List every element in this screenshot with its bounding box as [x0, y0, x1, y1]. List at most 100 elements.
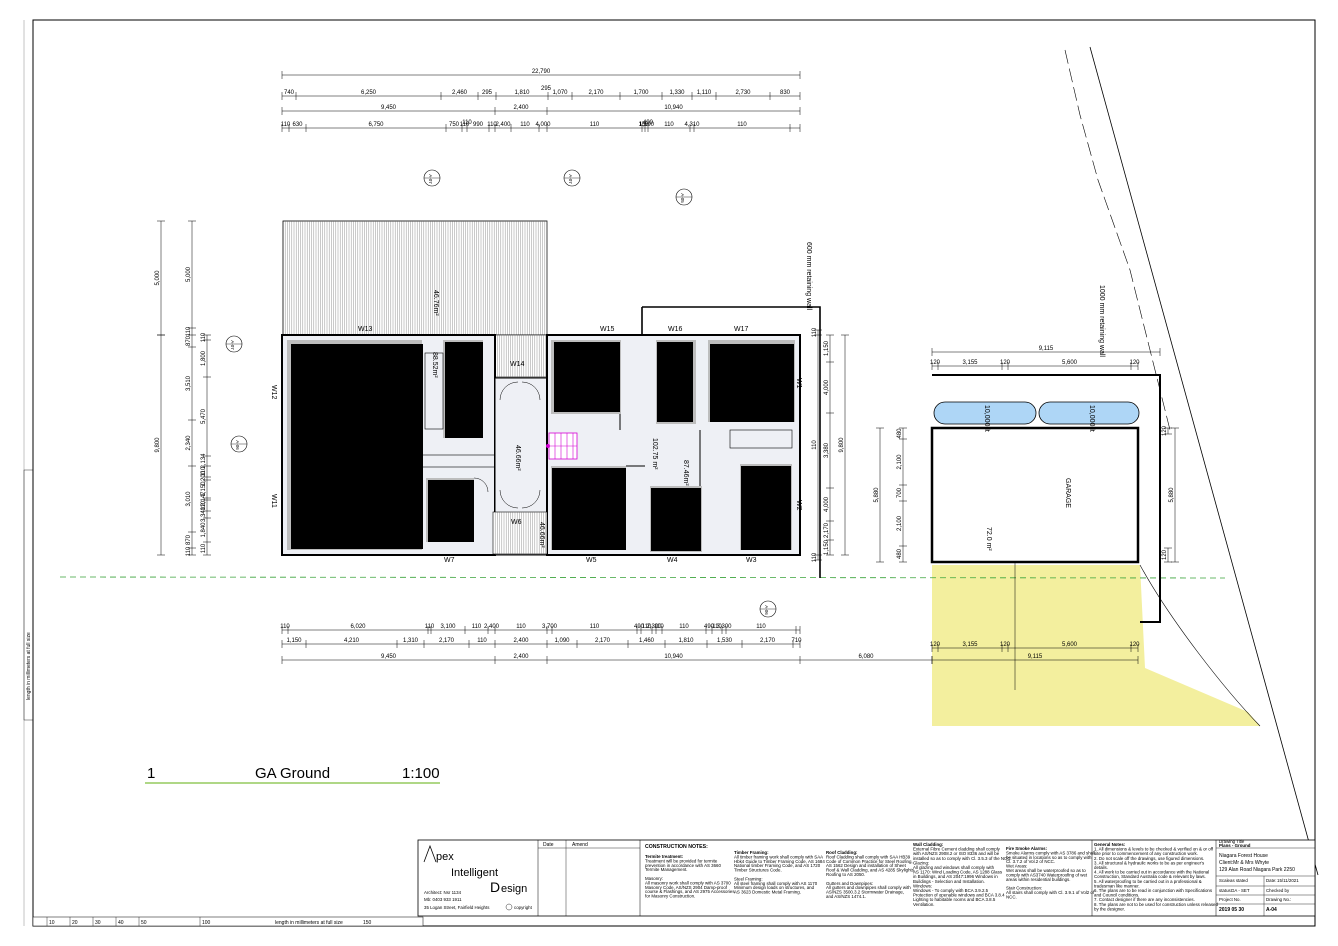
dimension-text: 3,300: [716, 624, 732, 630]
water-tank-1: [933, 401, 1037, 425]
dimension-text: 1,090: [554, 638, 570, 644]
dimension-text: 110: [516, 624, 526, 630]
client-name: Client:Mr & Mrs Whyte: [1219, 860, 1269, 866]
copyright-text: copyright: [514, 905, 533, 910]
note-line: National timber Framing Code, and AS 172…: [734, 863, 821, 868]
room-bed-3: [552, 468, 626, 550]
dimension-text: 2,147: [201, 491, 207, 507]
note-line: AS/NZS 3500.3.2 Stormwater Drainage,: [826, 890, 904, 895]
note-line: All gutters and downpipes shall comply w…: [826, 885, 911, 890]
dimension-text: 110: [812, 552, 818, 562]
stair: [546, 432, 578, 460]
section-marker-label: A-06: [764, 605, 769, 615]
dimension-text: 110: [812, 327, 818, 337]
retaining-wall-2-label: 1000 mm retaining wall: [1098, 285, 1105, 357]
dimension-text: 1,150: [824, 539, 830, 555]
dimension-text: 1,070: [552, 90, 568, 96]
dimension-text: 5,000: [186, 266, 192, 282]
note-line: 5. All waterproofing to be carried out i…: [1094, 879, 1202, 884]
dimension-text: 9,800: [155, 437, 161, 453]
date-label: Date:: [1266, 878, 1277, 883]
dimension-text: 5,600: [1062, 360, 1078, 366]
note-line: Steel Framing:: [734, 876, 763, 881]
dimension-text: 5,880: [874, 487, 880, 503]
dimension-text: 490: [634, 624, 645, 630]
dimension-text: 2,400: [484, 624, 500, 630]
dimension-text: 110: [201, 466, 207, 476]
section-marker-label: A-07: [230, 340, 235, 350]
door-front: [499, 489, 519, 509]
window-label: W9: [342, 542, 353, 549]
door-rear: [521, 381, 541, 401]
drawing-number: 1: [147, 765, 155, 782]
company-name-2: Intelligent: [451, 867, 498, 879]
room-kitchen: [445, 342, 483, 438]
site-area: [932, 565, 1260, 726]
dimension-text: 295: [482, 90, 493, 96]
dimension-text: 1,460: [639, 638, 655, 644]
company-detail: 35 Logan Street, Fairfield Heights: [424, 905, 490, 910]
room-laundry: [428, 480, 474, 542]
dimension-text: 110: [201, 500, 207, 510]
site-boundary-curve: [1139, 564, 1261, 727]
note-line: Buildings - Selection and Installation.: [913, 879, 985, 884]
note-line: by the designer.: [1094, 906, 1125, 911]
dimension-text: 9,450: [381, 654, 397, 660]
company-name-4: esign: [501, 883, 527, 895]
note-line: Treatment will be provided for termite: [645, 858, 718, 863]
note-line: Termite treatment:: [645, 854, 684, 859]
company-detail: Mb: 0403 933 1911: [424, 897, 462, 902]
note-line: Hbk4 Guide to Timber Framing Code, AS 16…: [734, 859, 825, 864]
dimension-text: 9,115: [1028, 654, 1043, 660]
note-line: areas within residential buildings.: [1006, 877, 1070, 882]
dimension-text: 4,000: [824, 379, 830, 395]
dimension-text: 2,170: [588, 90, 604, 96]
dimension-text: 1,840: [201, 522, 207, 538]
dimension-text: 2,170: [824, 522, 830, 538]
dimension-text: 10,940: [664, 654, 683, 660]
house-plan: [281, 220, 821, 578]
note-line: External Fibre Cement cladding shall com…: [913, 847, 1001, 852]
note-line: Lighting to habitable rooms and BCA 3.8.…: [913, 897, 996, 902]
dimension-text: 490: [643, 120, 654, 126]
dimension-text: 870: [186, 335, 192, 346]
dimension-text: 4,000: [535, 122, 551, 128]
dimension-text: 1,150: [201, 481, 207, 497]
section-marker-label: A-06: [235, 440, 240, 450]
room-living: [291, 344, 423, 549]
dimension-text: 110: [460, 122, 470, 128]
door-front: [521, 489, 541, 509]
dimension-text: 5,470: [201, 408, 207, 424]
status-label: status:: [1219, 888, 1232, 893]
drawing-scale: 1:100: [402, 765, 440, 782]
window-label: W7: [444, 557, 455, 564]
room-bed-1: [554, 342, 620, 412]
dimension-text: 2,730: [735, 90, 751, 96]
retaining-wall-600: [642, 306, 821, 578]
note-line: Roofing to AS 2050.: [826, 872, 865, 877]
scale-label: Scale: [1219, 878, 1231, 883]
retaining-wall-1-label: 600 mm retaining wall: [805, 242, 812, 311]
dimension-text: 1,810: [678, 638, 694, 644]
note-line: All timber framing work shall comply wit…: [734, 854, 823, 859]
garage-walls: [930, 426, 1140, 564]
copyright-icon: [505, 903, 513, 911]
note-line: Stair Construction:: [1006, 886, 1042, 891]
drawing-title-label: Drawing Title: [1219, 839, 1245, 844]
note-line: AS 3623 Domestic Metal Framing.: [734, 890, 801, 895]
dimension-text: 5,000: [155, 270, 161, 286]
dimension-text: 110: [737, 122, 747, 128]
dimension-text: 1,700: [633, 90, 649, 96]
note-line: course & Flashings, and AS 2975 Accessor…: [645, 889, 735, 894]
note-line: Roof & Wall Cladding, and AS 4285 Skylig…: [826, 868, 915, 873]
scale-tick: 20: [72, 920, 78, 926]
drawing-title: 1 GA Ground 1:100: [145, 765, 440, 784]
note-line: 4. All work to be carried out in accorda…: [1094, 870, 1209, 875]
note-line: Timber Framing:: [734, 850, 769, 855]
note-line: 7. Contact designer if there are any inc…: [1094, 897, 1195, 902]
note-line: Smoke Alarms comply with AS 3786 and sha…: [1006, 850, 1095, 855]
dimension-text: 3,340: [201, 506, 207, 522]
dimension-text: 110: [201, 543, 207, 553]
